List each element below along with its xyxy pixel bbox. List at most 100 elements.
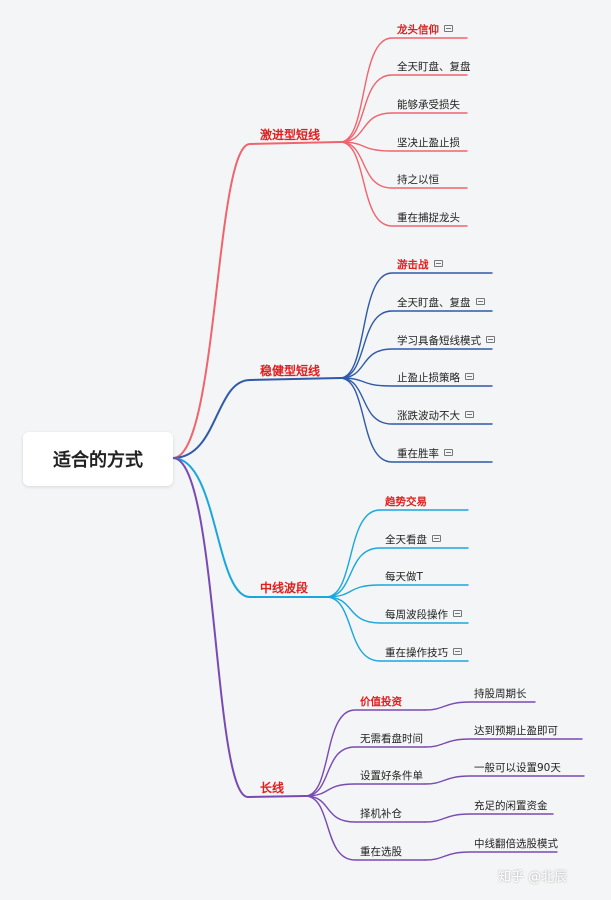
sub-connector-3-4 <box>424 851 558 861</box>
branch-connector-0 <box>172 143 251 459</box>
item-3-0-text: 价值投资 <box>360 696 402 708</box>
branch-3-text: 长线 <box>260 781 285 795</box>
item-0-1[interactable]: 全天盯盘、复盘 <box>397 60 471 74</box>
branch-connector-3 <box>172 457 249 798</box>
item-connector-1-4 <box>339 377 493 425</box>
sub-item-3-3-text: 充足的闲置资金 <box>474 800 548 812</box>
note-icon[interactable] <box>465 373 474 380</box>
item-connector-2-4 <box>325 596 469 662</box>
sub-connector-3-3 <box>424 813 554 823</box>
item-1-0-text: 游击战 <box>397 259 429 271</box>
item-3-3-text: 择机补仓 <box>360 808 402 820</box>
item-2-3[interactable]: 每周波段操作 <box>385 608 462 622</box>
item-0-3-text: 坚决止盈止损 <box>397 137 460 149</box>
item-1-1-text: 全天盯盘、复盘 <box>397 297 471 309</box>
sub-item-3-2[interactable]: 一般可以设置90天 <box>474 761 561 775</box>
item-1-5-text: 重在胜率 <box>397 448 439 460</box>
item-3-4[interactable]: 重在选股 <box>360 845 402 859</box>
sub-item-3-4[interactable]: 中线翻倍选股模式 <box>474 837 558 851</box>
item-0-3[interactable]: 坚决止盈止损 <box>397 136 460 150</box>
item-1-3-text: 止盈止损策略 <box>397 372 460 384</box>
sub-item-3-3[interactable]: 充足的闲置资金 <box>474 799 548 813</box>
item-1-1[interactable]: 全天盯盘、复盘 <box>397 296 485 310</box>
sub-item-3-1[interactable]: 达到预期止盈即可 <box>474 724 558 738</box>
item-3-3[interactable]: 择机补仓 <box>360 807 402 821</box>
branch-connector-2 <box>172 457 251 598</box>
item-0-4[interactable]: 持之以恒 <box>397 173 439 187</box>
item-1-2-text: 学习具备短线模式 <box>397 335 481 347</box>
branch-underline-1 <box>249 377 341 381</box>
root-node[interactable]: 适合的方式 <box>23 432 173 486</box>
item-connector-1-5 <box>339 377 493 463</box>
item-0-4-text: 持之以恒 <box>397 174 439 186</box>
item-connector-1-0 <box>339 272 493 379</box>
note-icon[interactable] <box>432 535 441 542</box>
item-3-1[interactable]: 无需看盘时间 <box>360 732 423 746</box>
item-3-2-text: 设置好条件单 <box>360 770 423 782</box>
branch-1[interactable]: 稳健型短线 <box>260 364 320 378</box>
item-0-0[interactable]: 龙头信仰 <box>397 23 453 37</box>
sub-item-3-0[interactable]: 持股周期长 <box>474 687 527 701</box>
item-connector-1-3 <box>339 377 493 387</box>
sub-connector-3-0 <box>424 701 536 711</box>
note-icon[interactable] <box>444 25 453 32</box>
note-icon[interactable] <box>433 260 443 267</box>
watermark: 知乎 @北辰 <box>498 870 568 885</box>
sub-item-3-4-text: 中线翻倍选股模式 <box>474 838 558 850</box>
item-connector-2-3 <box>325 596 469 624</box>
item-1-3[interactable]: 止盈止损策略 <box>397 371 474 385</box>
item-1-5[interactable]: 重在胜率 <box>397 447 453 461</box>
item-connector-2-2 <box>325 584 469 598</box>
item-3-4-text: 重在选股 <box>360 846 402 858</box>
item-3-0[interactable]: 价值投资 <box>360 695 402 709</box>
branch-0-text: 激进型短线 <box>260 128 321 142</box>
item-connector-0-3 <box>339 141 468 152</box>
sub-item-3-0-text: 持股周期长 <box>474 688 527 700</box>
branch-1-text: 稳健型短线 <box>260 364 321 378</box>
item-0-1-text: 全天盯盘、复盘 <box>397 61 471 73</box>
item-2-0-text: 趋势交易 <box>385 496 427 508</box>
item-connector-2-0 <box>325 509 469 598</box>
branch-2[interactable]: 中线波段 <box>260 581 308 595</box>
sub-item-3-1-text: 达到预期止盈即可 <box>474 725 558 737</box>
note-icon[interactable] <box>453 610 462 617</box>
note-icon[interactable] <box>475 298 485 305</box>
branch-0[interactable]: 激进型短线 <box>260 128 320 142</box>
item-connector-3-3 <box>304 795 426 823</box>
branch-2-text: 中线波段 <box>260 581 309 595</box>
root-node-label: 适合的方式 <box>53 450 143 471</box>
item-connector-1-2 <box>339 348 493 379</box>
note-icon[interactable] <box>453 648 462 655</box>
item-0-5[interactable]: 重在捕捉龙头 <box>397 211 460 225</box>
item-1-2[interactable]: 学习具备短线模式 <box>397 334 495 348</box>
sub-connector-3-1 <box>424 738 583 748</box>
note-icon[interactable] <box>486 336 495 343</box>
item-2-1-text: 全天看盘 <box>385 534 427 546</box>
item-connector-0-4 <box>339 141 468 189</box>
branch-connector-1 <box>172 379 251 459</box>
item-2-1[interactable]: 全天看盘 <box>385 533 441 547</box>
item-connector-0-5 <box>339 141 468 227</box>
item-2-3-text: 每周波段操作 <box>385 609 448 621</box>
note-icon[interactable] <box>444 449 453 456</box>
item-2-4[interactable]: 重在操作技巧 <box>385 646 462 660</box>
branch-underline-0 <box>249 141 341 145</box>
item-1-0[interactable]: 游击战 <box>397 258 443 272</box>
item-0-5-text: 重在捕捉龙头 <box>397 212 460 224</box>
note-icon[interactable] <box>465 411 474 418</box>
item-3-2[interactable]: 设置好条件单 <box>360 769 423 783</box>
sub-item-3-2-text: 一般可以设置90天 <box>474 762 561 774</box>
item-2-2-text: 每天做T <box>385 571 423 583</box>
item-connector-2-1 <box>325 547 469 598</box>
item-2-0[interactable]: 趋势交易 <box>385 495 427 509</box>
item-connector-3-1 <box>304 746 426 797</box>
item-connector-0-2 <box>339 112 468 143</box>
item-0-2[interactable]: 能够承受损失 <box>397 98 460 112</box>
item-2-2[interactable]: 每天做T <box>385 570 423 584</box>
branch-3[interactable]: 长线 <box>260 781 284 795</box>
item-1-4[interactable]: 涨跌波动不大 <box>397 409 474 423</box>
item-connector-3-0 <box>304 709 426 797</box>
item-connector-3-2 <box>304 783 426 797</box>
item-0-0-text: 龙头信仰 <box>397 24 439 36</box>
